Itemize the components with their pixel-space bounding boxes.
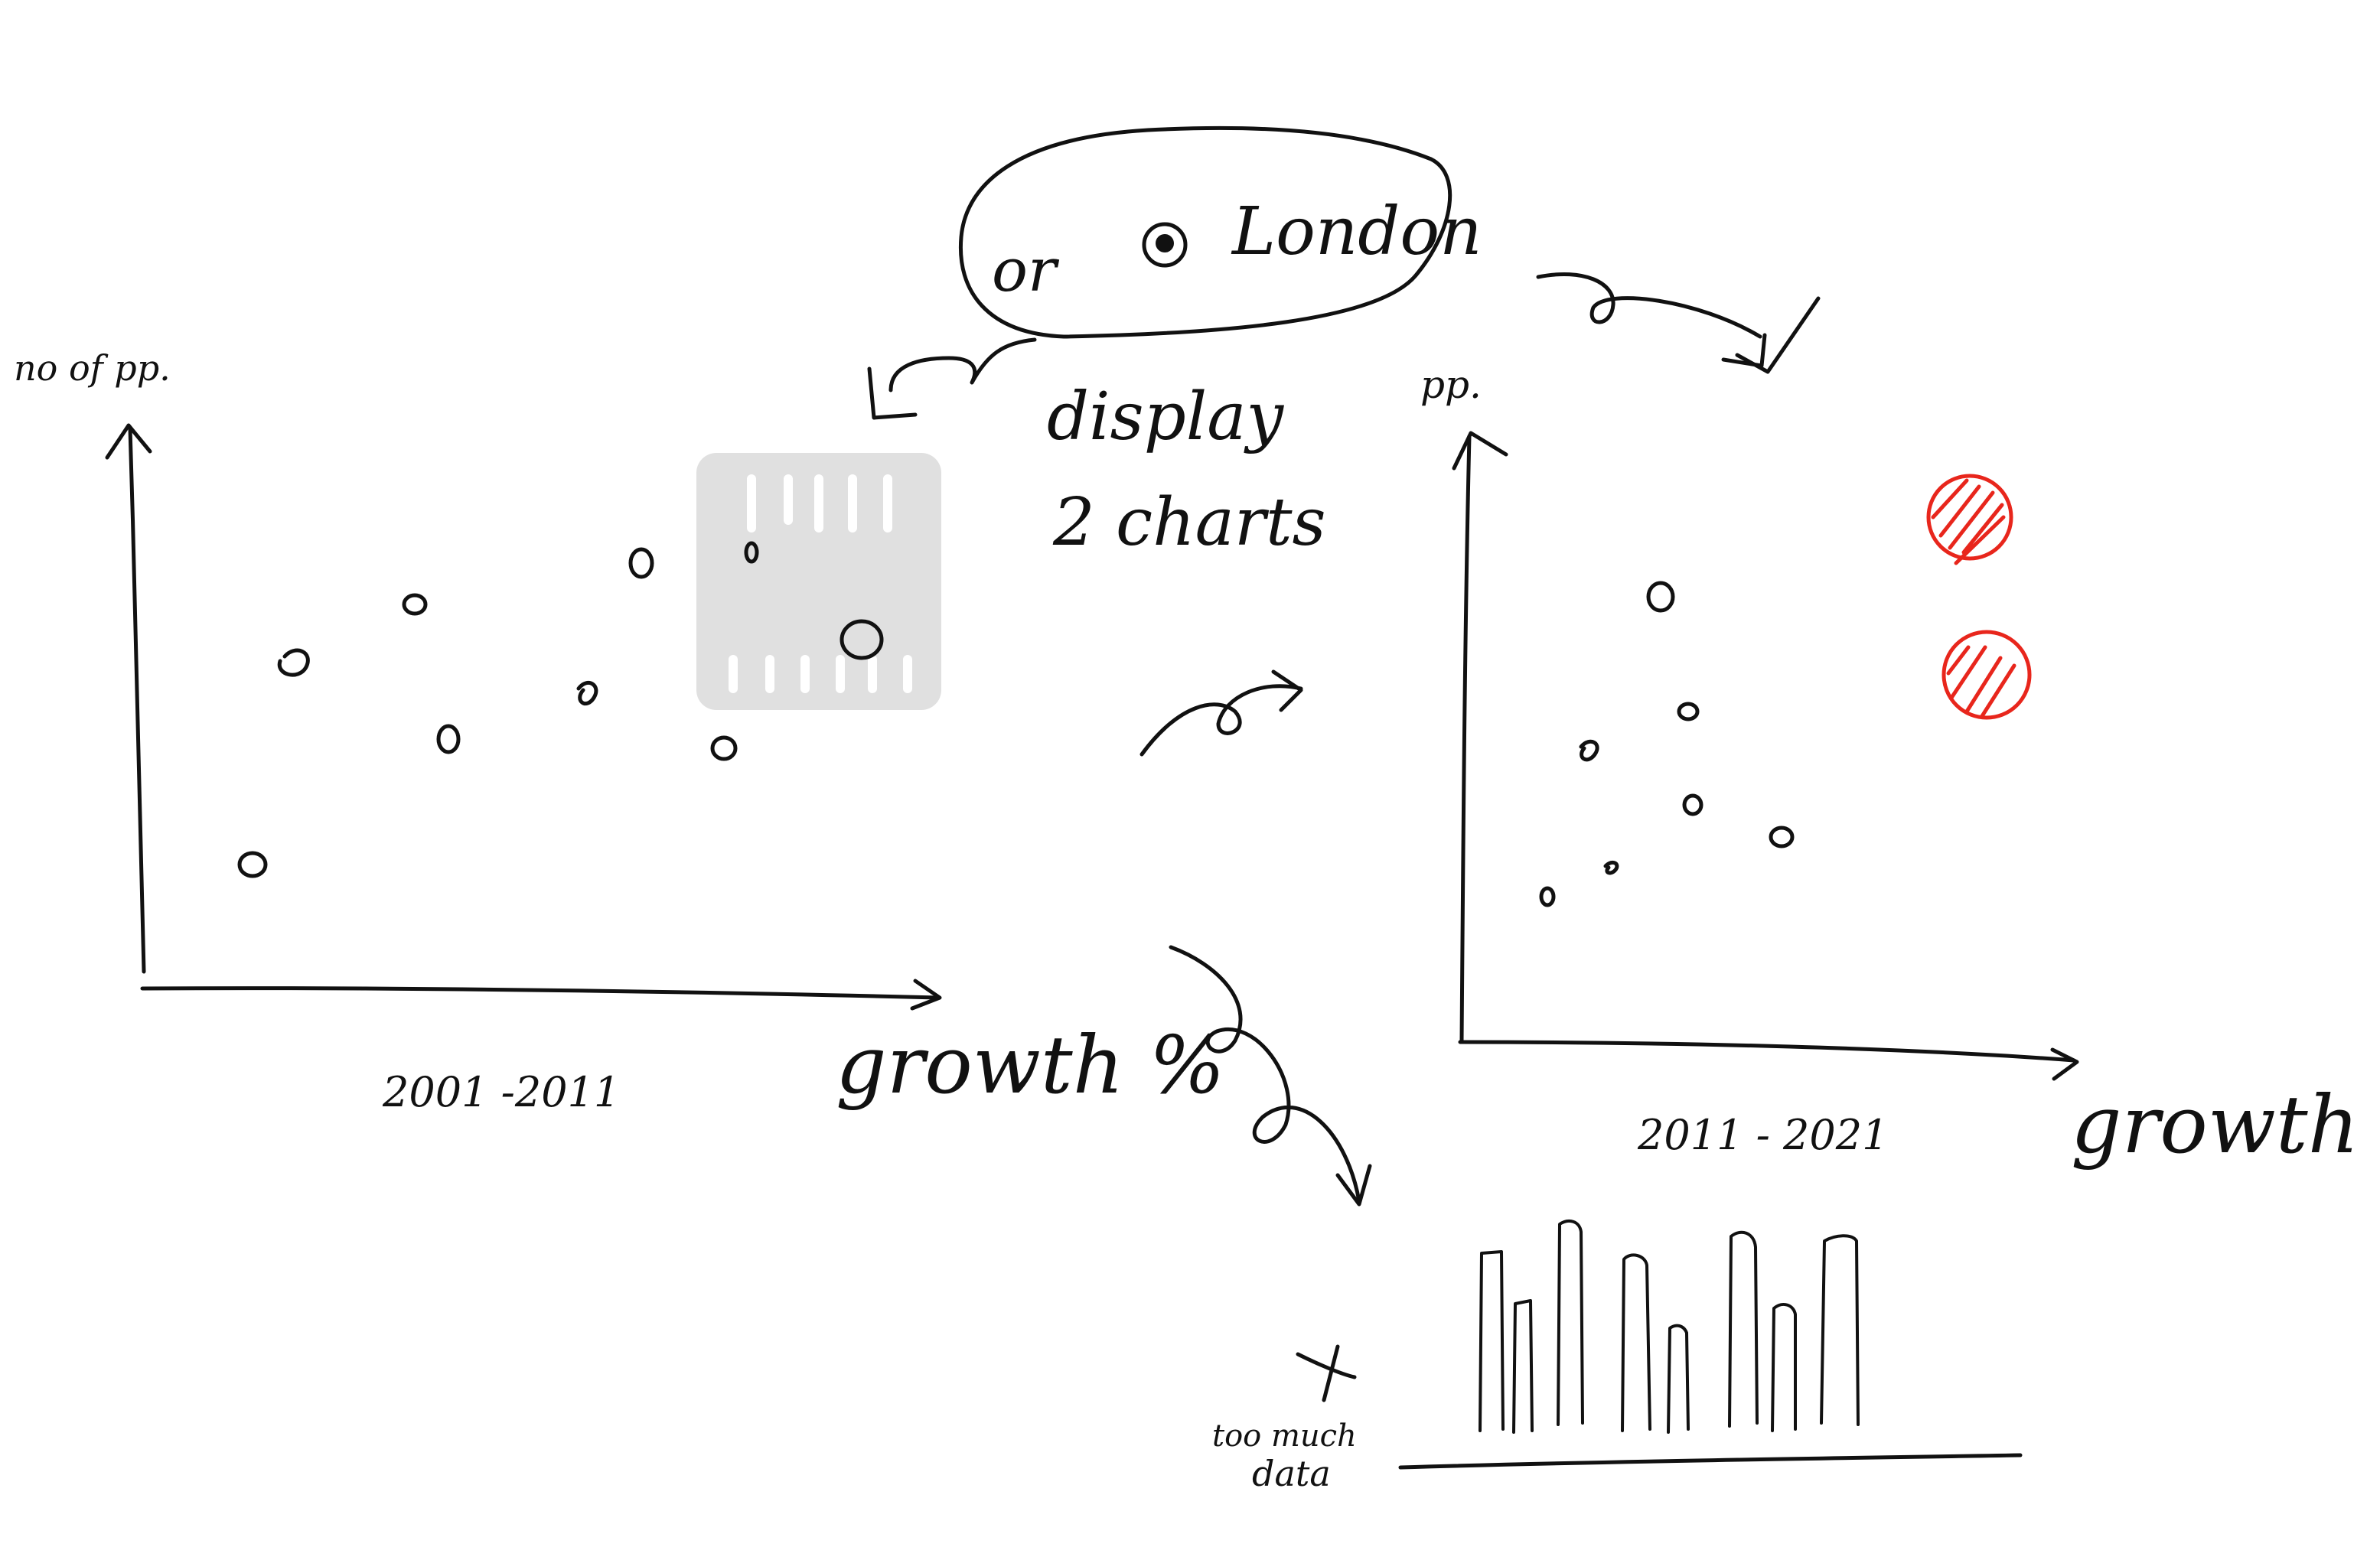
- bar: [1771, 1302, 1797, 1432]
- bar: [1820, 1234, 1860, 1426]
- radio-selected-icon: [1142, 222, 1188, 268]
- left-y-axis-label: no of pp.: [14, 347, 171, 389]
- bar-baseline: [1398, 1453, 2023, 1470]
- data-point: [402, 593, 428, 616]
- right-x-axis: [1458, 1040, 2076, 1063]
- left-x-axis: [140, 986, 941, 1000]
- left-period-label: 2001 -2011: [382, 1068, 620, 1116]
- bar-sketch: too much data: [1212, 1219, 2023, 1494]
- data-point: [1646, 581, 1675, 613]
- highlight-hatching: [1931, 478, 2006, 565]
- right-x-axis-arrowhead: [2050, 1047, 2079, 1081]
- data-point: [1579, 739, 1599, 762]
- left-x-axis-label: growth %: [836, 1018, 1225, 1112]
- right-period-label: 2011 - 2021: [1637, 1111, 1888, 1159]
- data-point: [744, 541, 759, 564]
- data-point: [840, 619, 884, 660]
- right-y-axis-arrowhead: [1452, 431, 1508, 471]
- bar: [1479, 1250, 1505, 1432]
- bar-note-line1: too much: [1212, 1418, 1357, 1454]
- left-points: [237, 541, 884, 878]
- bubble-bracket: [867, 337, 1037, 420]
- right-y-axis-label: pp.: [1420, 363, 1482, 407]
- left-scatter-chart: no of pp. growth % 2001 -2011: [14, 347, 1225, 1116]
- reject-x-mark: [1296, 1344, 1357, 1402]
- bubble-outline: [958, 125, 1452, 339]
- bar-note-line2: data: [1252, 1453, 1331, 1494]
- arrow-to-checkmark: [1536, 272, 1767, 368]
- data-point: [710, 735, 738, 761]
- check-icon: [1735, 296, 1821, 374]
- bar: [1557, 1219, 1584, 1426]
- data-point: [576, 681, 598, 706]
- data-point: [628, 547, 654, 579]
- bars: [1479, 1219, 1860, 1434]
- data-point: [1677, 702, 1700, 721]
- left-y-axis-arrowhead: [105, 423, 152, 460]
- center-note-line2: 2 charts: [1052, 484, 1326, 561]
- bubble-or-label: or: [992, 236, 1060, 305]
- bubble-place-label: London: [1231, 194, 1482, 270]
- highlighted-points: [1926, 474, 2032, 720]
- bar: [1512, 1299, 1534, 1434]
- bar: [1667, 1324, 1690, 1434]
- arrow-middle: [1139, 669, 1303, 757]
- data-point: [1603, 860, 1619, 875]
- highlighted-point: [1926, 474, 2013, 561]
- right-points: [1539, 581, 1795, 907]
- data-point: [237, 851, 268, 878]
- right-scatter-chart: pp. growth % 2011 - 2021: [1420, 363, 2380, 1171]
- data-point: [1539, 886, 1556, 907]
- data-point: [436, 724, 461, 754]
- location-bubble: or London: [867, 125, 1482, 420]
- bar: [1728, 1230, 1759, 1428]
- highlight-hatching: [1946, 645, 2016, 718]
- left-x-axis-arrowhead: [910, 979, 942, 1011]
- highlighted-point: [1941, 630, 2032, 720]
- bar: [1621, 1253, 1651, 1432]
- right-x-axis-label: growth %: [2071, 1078, 2380, 1171]
- data-point: [277, 648, 310, 677]
- center-note: display 2 charts: [1047, 379, 1326, 561]
- center-note-line1: display: [1047, 379, 1285, 455]
- arrow-down-to-bars: [1169, 945, 1372, 1207]
- right-y-axis: [1459, 434, 1472, 1044]
- left-y-axis: [128, 426, 146, 974]
- data-point: [1769, 826, 1795, 848]
- data-point: [1682, 793, 1703, 816]
- placeholder-stripes: [729, 474, 912, 693]
- radio-selected-dot: [1156, 234, 1174, 252]
